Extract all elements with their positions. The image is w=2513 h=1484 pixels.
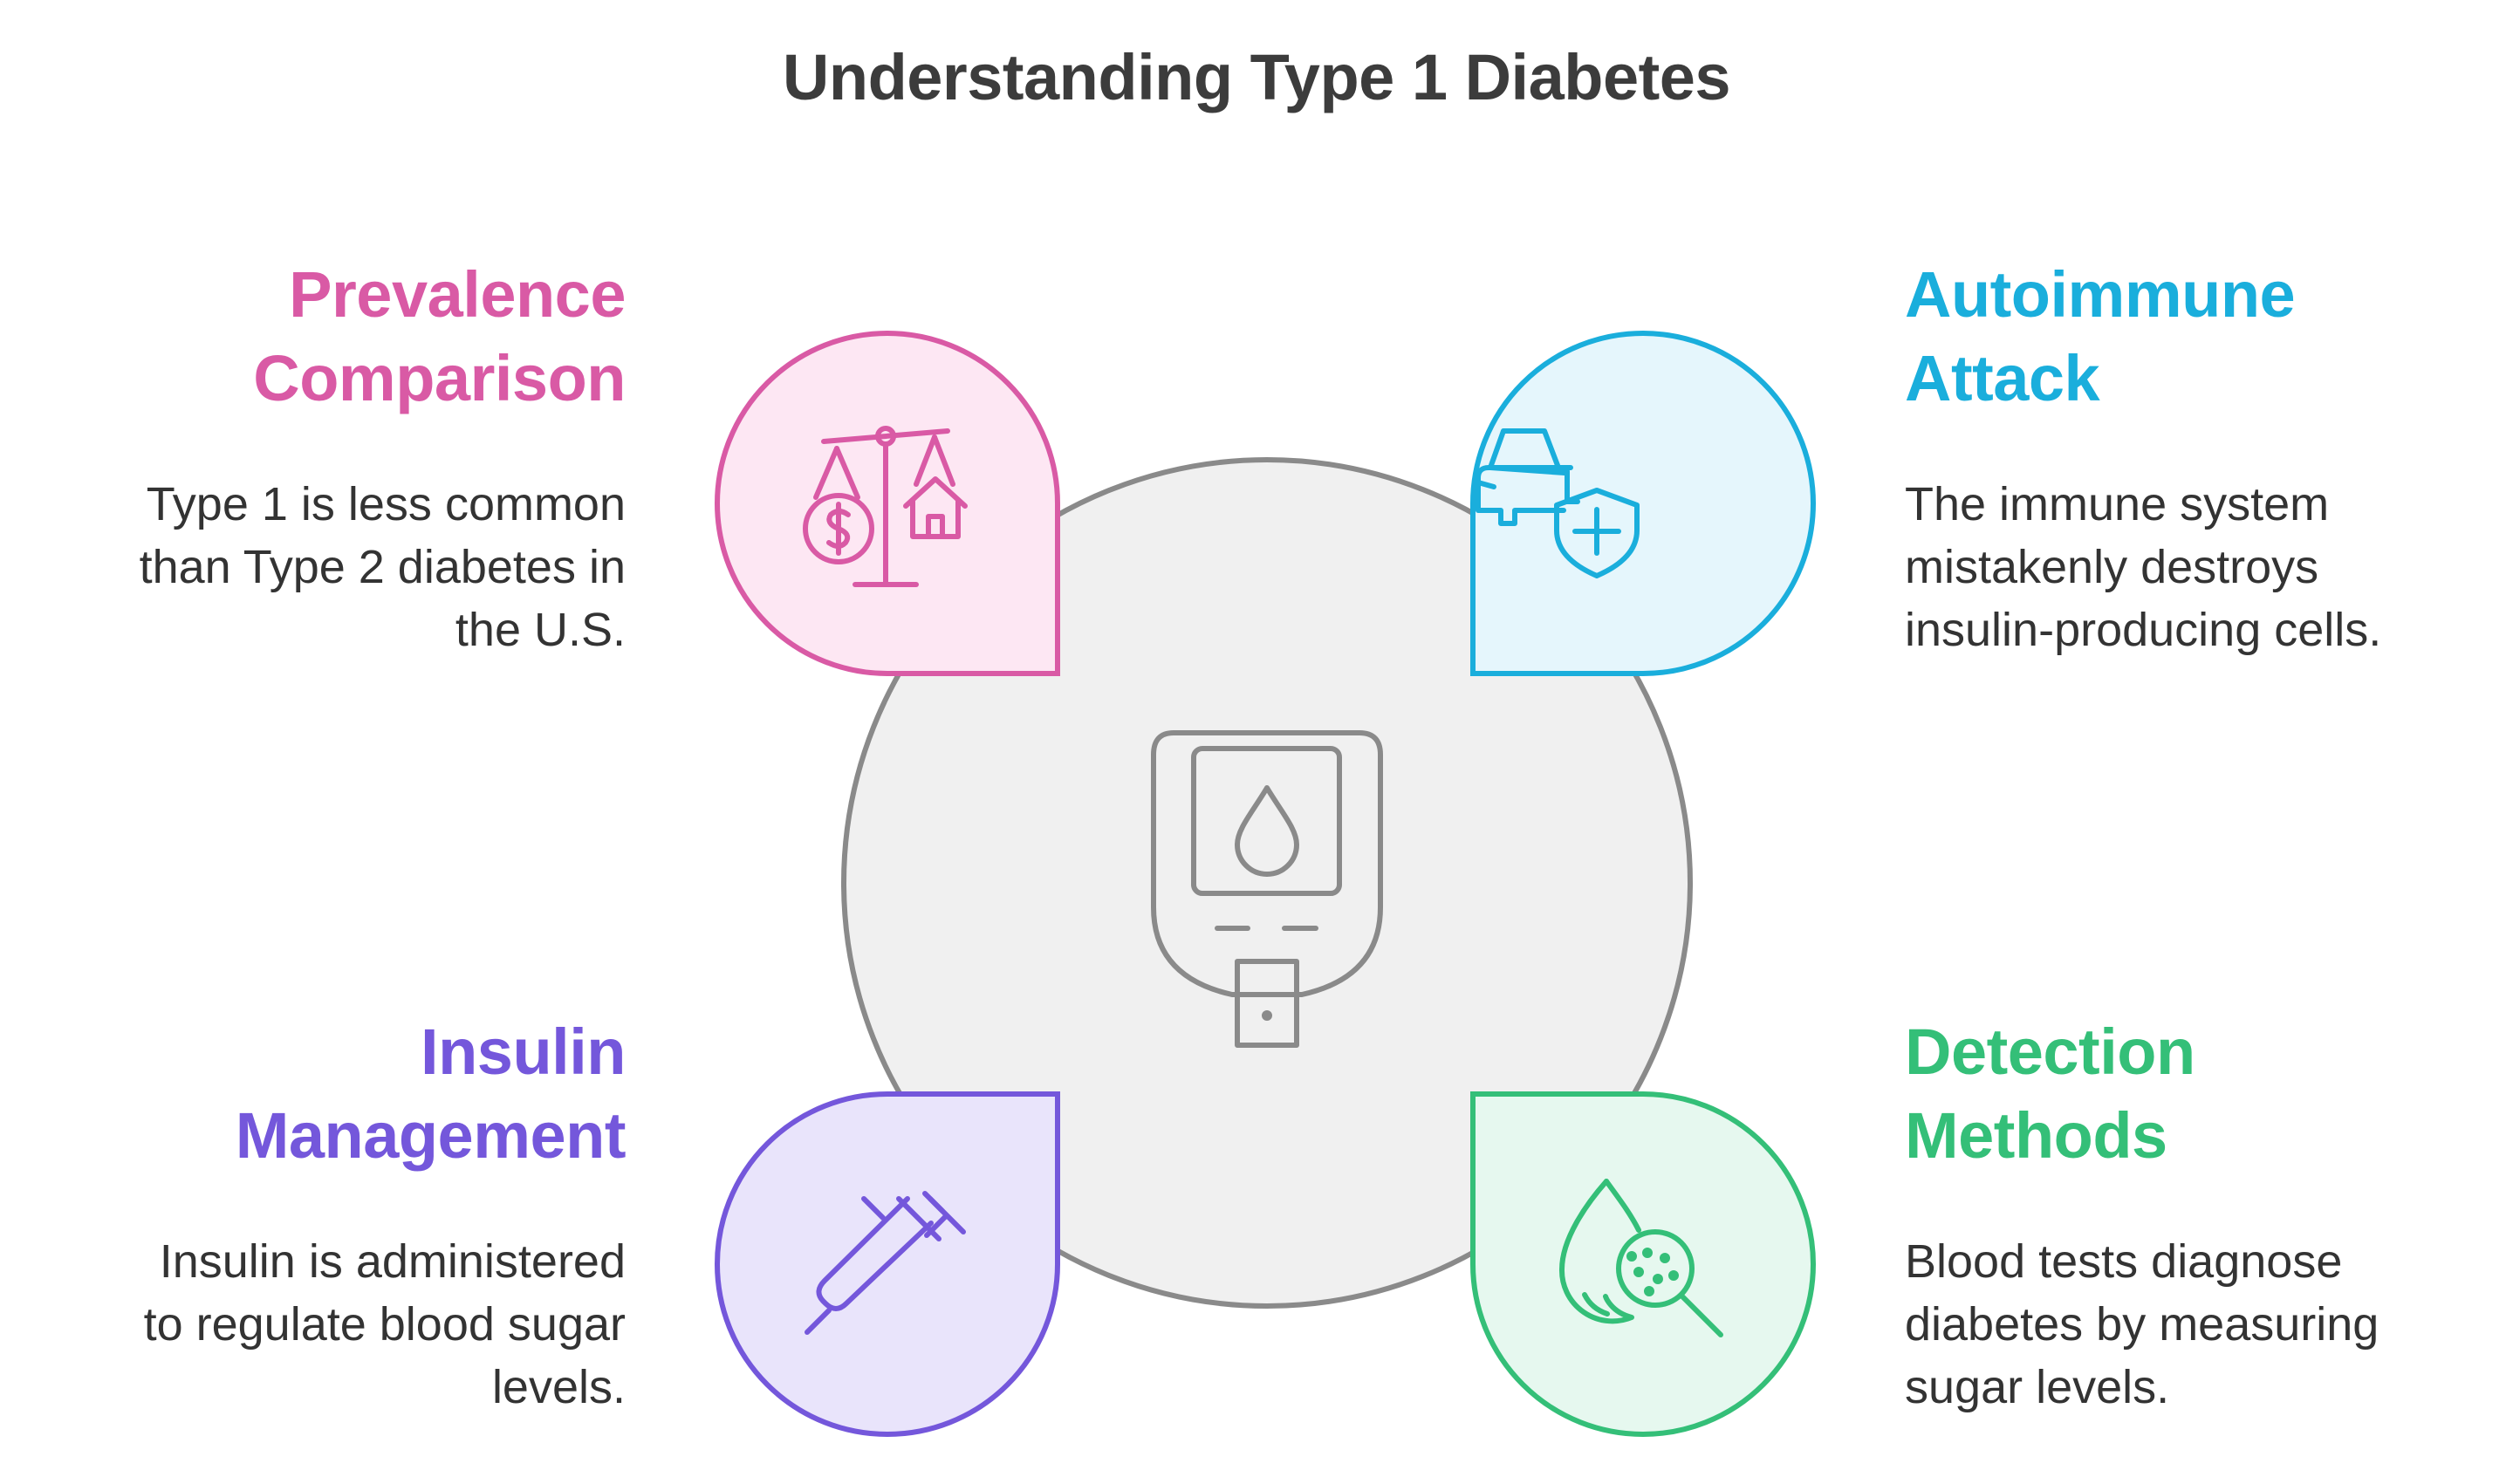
heading-insulin-management: Insulin Management — [15, 1010, 627, 1178]
description-line: levels. — [491, 1361, 626, 1413]
heading-autoimmune-attack: Autoimmune Attack — [1905, 253, 2513, 421]
syringe-icon — [805, 1191, 966, 1335]
petal-insulin-management — [715, 1091, 1060, 1437]
heading-line: Management — [235, 1099, 627, 1172]
description-line: mistakenly destroys — [1905, 541, 2319, 593]
description-line: diabetes by measuring — [1905, 1298, 2379, 1351]
glucose-meter-icon — [1151, 730, 1383, 1048]
description-line: sugar levels. — [1905, 1361, 2170, 1413]
petal-prevalence-comparison — [715, 331, 1060, 676]
description-line: Type 1 is less common — [146, 478, 626, 530]
heading-detection-methods: Detection Methods — [1905, 1010, 2513, 1178]
balance-scale-icon — [803, 426, 968, 587]
petal-detection-methods — [1470, 1091, 1816, 1437]
page-title: Understanding Type 1 Diabetes — [782, 41, 1731, 113]
heading-line: Attack — [1905, 342, 2100, 414]
heading-line: Detection — [1905, 1016, 2195, 1088]
description-line: The immune system — [1905, 478, 2330, 530]
blood-drop-magnifier-icon — [1558, 1179, 1723, 1337]
heading-line: Methods — [1905, 1099, 2167, 1172]
heading-line: Prevalence — [289, 258, 626, 331]
description-autoimmune-attack: The immune system mistakenly destroys in… — [1905, 473, 2513, 661]
description-line: Blood tests diagnose — [1905, 1235, 2343, 1288]
description-line: the U.S. — [455, 604, 626, 656]
description-line: than Type 2 diabetes in — [139, 541, 626, 593]
petal-autoimmune-attack — [1470, 331, 1816, 676]
heading-line: Autoimmune — [1905, 258, 2296, 331]
description-line: Insulin is administered — [159, 1235, 626, 1288]
description-prevalence-comparison: Type 1 is less common than Type 2 diabet… — [0, 473, 626, 661]
heading-line: Comparison — [253, 342, 626, 414]
car-shield-icon — [1476, 428, 1640, 578]
description-line: to regulate blood sugar — [143, 1298, 626, 1351]
description-insulin-management: Insulin is administered to regulate bloo… — [0, 1230, 626, 1419]
description-line: insulin-producing cells. — [1905, 604, 2382, 656]
heading-prevalence-comparison: Prevalence Comparison — [15, 253, 626, 421]
description-detection-methods: Blood tests diagnose diabetes by measuri… — [1905, 1230, 2513, 1419]
heading-line: Insulin — [421, 1016, 626, 1088]
